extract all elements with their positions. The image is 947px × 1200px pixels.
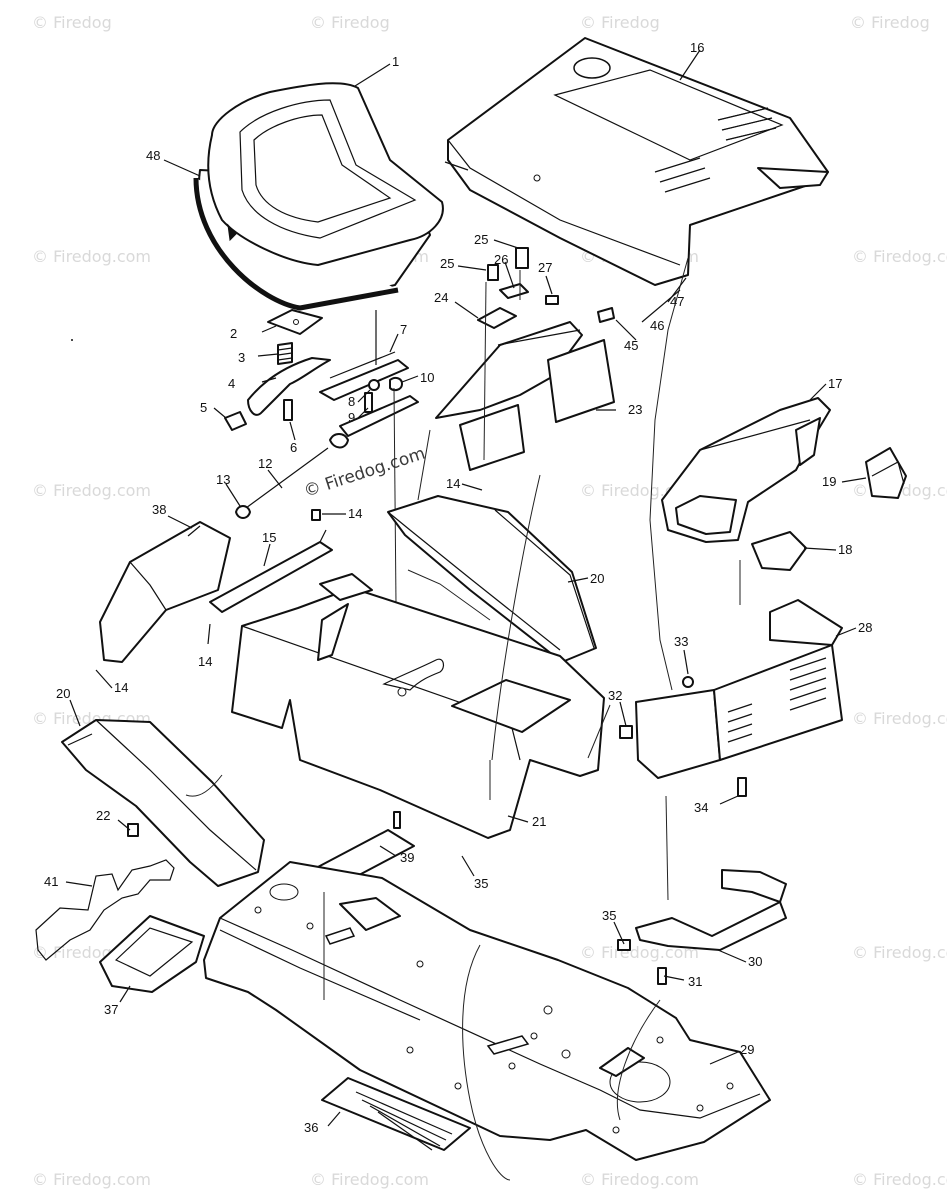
watermark: © Firedog <box>32 13 112 32</box>
part-rear-bracket <box>617 869 787 985</box>
callout-25: 25 <box>474 232 488 247</box>
part-grille <box>661 397 907 605</box>
callout-3: 3 <box>238 350 245 365</box>
callout-6: 6 <box>290 440 297 455</box>
watermark: © Firedog <box>310 13 390 32</box>
callout-5: 5 <box>200 400 207 415</box>
callout-13: 13 <box>216 472 230 487</box>
callout-38: 38 <box>152 502 166 517</box>
watermark: © Firedog.com <box>580 943 699 962</box>
callout-20: 20 <box>590 571 604 586</box>
watermark: © Firedog.com <box>32 481 151 500</box>
callout-41: 41 <box>44 874 58 889</box>
callout-26: 26 <box>494 252 508 267</box>
watermark: © Firedog.com <box>852 943 947 962</box>
part-fender-right <box>387 495 597 663</box>
watermark: © Firedog.com <box>32 1170 151 1189</box>
part-small-parts-lower-left <box>35 811 415 993</box>
callout-31: 31 <box>688 974 702 989</box>
callout-9: 9 <box>348 410 355 425</box>
callout-14: 14 <box>446 476 460 491</box>
part-console <box>435 247 615 471</box>
callout-10: 10 <box>420 370 434 385</box>
callout-leaders <box>65 49 867 1127</box>
callout-7: 7 <box>400 322 407 337</box>
callout-32: 32 <box>608 688 622 703</box>
callout-16: 16 <box>690 40 704 55</box>
callout-17: 17 <box>828 376 842 391</box>
part-fender-left <box>61 719 265 887</box>
watermark-center: © Firedog.com <box>301 444 427 502</box>
watermark: © Firedog.com <box>32 247 151 266</box>
callout-47: 47 <box>670 294 684 309</box>
callout-1: 1 <box>392 54 399 69</box>
callout-14: 14 <box>198 654 212 669</box>
callout-45: 45 <box>624 338 638 353</box>
watermark: © Firedog.com <box>852 709 947 728</box>
callout-21: 21 <box>532 814 546 829</box>
callout-24: 24 <box>434 290 448 305</box>
callout-labels: 1 48 2 3 4 5 6 7 8 9 10 12 13 14 14 14 1… <box>44 40 872 1135</box>
callout-30: 30 <box>748 954 762 969</box>
callout-4: 4 <box>228 376 235 391</box>
callout-25: 25 <box>440 256 454 271</box>
callout-36: 36 <box>304 1120 318 1135</box>
watermark: © Firedog.com <box>852 1170 947 1189</box>
callout-27: 27 <box>538 260 552 275</box>
part-crossbar <box>209 529 333 613</box>
seat-hardware <box>224 309 419 605</box>
part-main-body <box>231 573 605 839</box>
callout-48: 48 <box>146 148 160 163</box>
callout-23: 23 <box>628 402 642 417</box>
watermark: © Firedog.com <box>852 247 947 266</box>
callout-28: 28 <box>858 620 872 635</box>
callout-20: 20 <box>56 686 70 701</box>
callout-35: 35 <box>474 876 488 891</box>
part-left-bracket <box>99 521 231 663</box>
part-side-panel <box>619 599 843 797</box>
part-mat <box>321 1077 471 1151</box>
part-seat <box>193 82 444 311</box>
stray-dot <box>71 339 73 341</box>
part-hood <box>444 37 829 286</box>
callout-39: 39 <box>400 850 414 865</box>
callout-8: 8 <box>348 394 355 409</box>
callout-33: 33 <box>674 634 688 649</box>
callout-46: 46 <box>650 318 664 333</box>
assembly-guides <box>185 257 689 1181</box>
callout-37: 37 <box>104 1002 118 1017</box>
callout-2: 2 <box>230 326 237 341</box>
callout-18: 18 <box>838 542 852 557</box>
callout-22: 22 <box>96 808 110 823</box>
callout-14: 14 <box>348 506 362 521</box>
callout-19: 19 <box>822 474 836 489</box>
callout-14: 14 <box>114 680 128 695</box>
watermark: © Firedog.com <box>580 1170 699 1189</box>
callout-29: 29 <box>740 1042 754 1057</box>
part-frame <box>203 861 771 1161</box>
callout-35: 35 <box>602 908 616 923</box>
watermark: © Firedog <box>580 13 660 32</box>
callout-34: 34 <box>694 800 708 815</box>
watermark: © Firedog <box>850 13 930 32</box>
callout-12: 12 <box>258 456 272 471</box>
callout-15: 15 <box>262 530 276 545</box>
part-rod <box>235 447 329 521</box>
watermark: © Firedog.com <box>310 1170 429 1189</box>
